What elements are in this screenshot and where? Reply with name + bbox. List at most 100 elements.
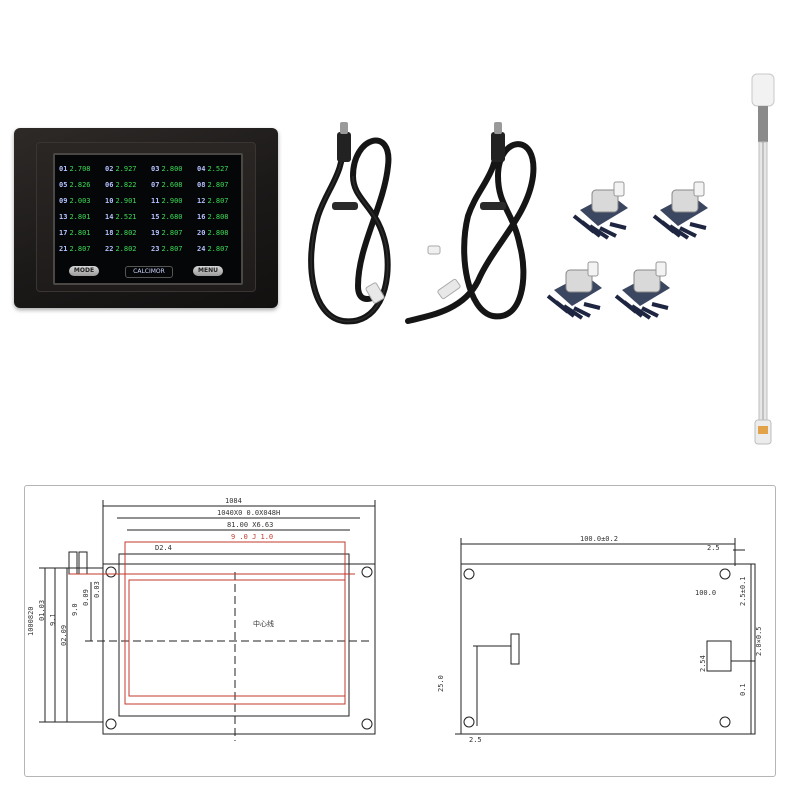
sensor-id: 16	[197, 213, 206, 221]
sensor-value: 2.802	[115, 229, 137, 237]
front-left-dim-7: 0.03	[93, 581, 101, 598]
sensor-value: 2.801	[69, 229, 91, 237]
sensor-id: 14	[105, 213, 114, 221]
sensor-id: 22	[105, 245, 114, 253]
sensor-id: 05	[59, 181, 68, 189]
sensor-id: 01	[59, 165, 68, 173]
sensor-value: 2.826	[69, 181, 91, 189]
sensor-id: 24	[197, 245, 206, 253]
sensor-value: 2.807	[207, 197, 229, 205]
back-view-drawing	[455, 538, 756, 735]
sensor-id: 13	[59, 213, 68, 221]
probe-rod-image	[751, 73, 775, 445]
back-right-text: 2.0×0.5	[755, 626, 763, 656]
sensor-value: 2.901	[115, 197, 137, 205]
sensor-value: 2.003	[69, 197, 91, 205]
sensor-value: 2.900	[161, 197, 183, 205]
sensor-value: 2.800	[161, 165, 183, 173]
sensor-value: 2.527	[207, 165, 229, 173]
sensor-id: 03	[151, 165, 160, 173]
sensor-value: 2.927	[115, 165, 137, 173]
sensor-id: 10	[105, 197, 114, 205]
front-left-dim-5: 9.0	[71, 603, 79, 616]
back-top-right-label: 2.5	[707, 544, 720, 552]
sensor-id: 18	[105, 229, 114, 237]
front-center-label: 中心线	[253, 620, 274, 628]
sensor-id: 04	[197, 165, 206, 173]
back-bottom-right-label: 0.1	[739, 683, 747, 696]
sensor-id: 12	[197, 197, 206, 205]
front-red-dimension-label: 9 .0 J 1.0	[231, 533, 274, 541]
sensor-id: 11	[151, 197, 160, 205]
sensor-clip	[614, 261, 670, 320]
sensor-id: 17	[59, 229, 68, 237]
sensor-value: 2.708	[69, 165, 91, 173]
sensor-value: 2.822	[115, 181, 137, 189]
sensor-id: 06	[105, 181, 114, 189]
sensor-value: 2.807	[69, 245, 91, 253]
front-active-area-label: 81.00 X6.63	[227, 521, 274, 529]
sensor-id: 07	[151, 181, 160, 189]
sensor-clip	[546, 261, 602, 320]
front-left-dim-3: 9.1	[49, 613, 57, 626]
sensor-id: 20	[197, 229, 206, 237]
sensor-value: 2.807	[207, 181, 229, 189]
sensor-value: 2.808	[207, 213, 229, 221]
dimension-drawing-panel: 1084 1040X0 0.0X048H 81.00 X6.63 9 .0 J …	[24, 485, 776, 777]
sensor-value: 2.808	[207, 229, 229, 237]
front-view-drawing	[39, 500, 376, 741]
front-screen-outline-label: 1040X0 0.0X048H	[217, 509, 281, 517]
sensor-id: 09	[59, 197, 68, 205]
sensor-value: 2.802	[115, 245, 137, 253]
front-left-dim-1: 1000820	[27, 606, 35, 636]
back-label-a: 100.0	[695, 589, 717, 597]
sensor-clip	[652, 181, 708, 240]
cable-2-image	[405, 122, 537, 324]
back-bottom-label: 2.5	[469, 736, 482, 744]
sensor-value: 2.807	[207, 245, 229, 253]
sensor-value: 2.807	[161, 229, 183, 237]
brand-label: CALCIMOR	[125, 266, 173, 278]
sensor-value: 2.608	[161, 181, 183, 189]
front-left-dim-4: 02.09	[60, 624, 68, 646]
front-left-dim-6: 0.09	[82, 589, 90, 606]
front-left-dim-2: 01.03	[38, 599, 46, 621]
mode-button[interactable]: MODE	[69, 266, 99, 276]
sensor-value: 2.680	[161, 213, 183, 221]
sensor-clips-image	[546, 181, 708, 320]
sensor-clip	[572, 181, 628, 240]
sensor-id: 02	[105, 165, 114, 173]
sensor-value: 2.801	[69, 213, 91, 221]
back-overall-width-label: 100.0±0.2	[580, 535, 618, 543]
sensor-value: 2.521	[115, 213, 137, 221]
back-left-dim: 25.0	[437, 675, 445, 692]
front-d24-label: D2.4	[155, 544, 172, 552]
menu-button[interactable]: MENU	[193, 266, 223, 276]
sensor-id: 23	[151, 245, 160, 253]
front-overall-width-label: 1084	[225, 497, 242, 505]
